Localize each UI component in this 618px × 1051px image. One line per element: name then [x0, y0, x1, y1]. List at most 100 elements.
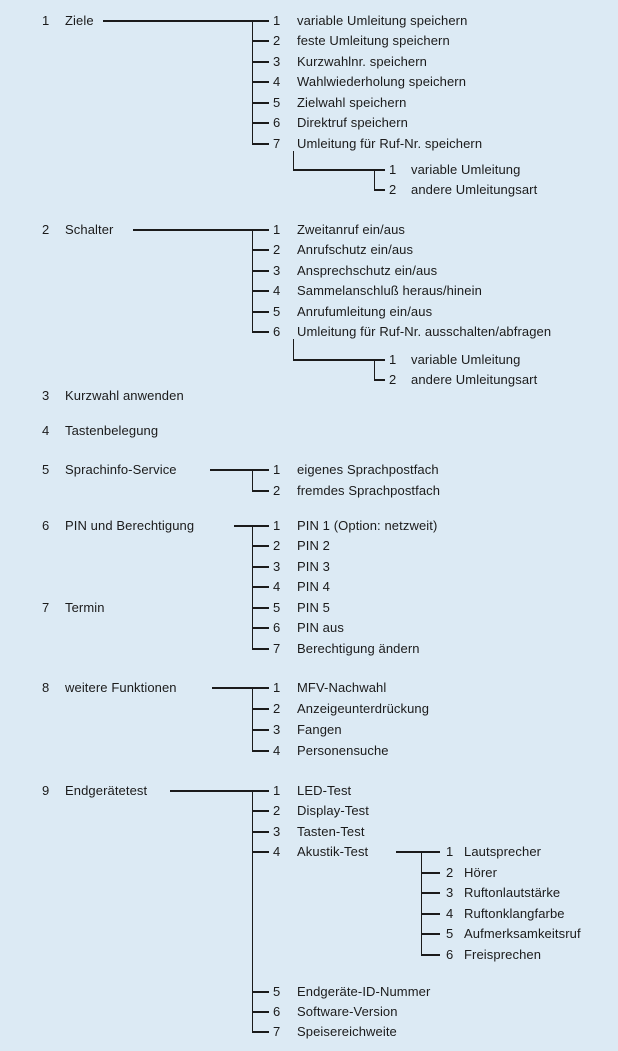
menu-item-number: 7 — [42, 600, 50, 616]
subsubmenu-item-number: 1 — [446, 844, 454, 860]
connector-line-horizontal — [252, 627, 269, 629]
connector-line-vertical — [293, 339, 295, 361]
connector-line-horizontal — [252, 648, 269, 650]
subsubmenu-item-label: variable Umleitung — [411, 352, 521, 368]
submenu-item-number: 2 — [273, 803, 281, 819]
submenu-item-number: 5 — [273, 304, 281, 320]
submenu-item-label: Personensuche — [297, 743, 389, 759]
submenu-item-number: 1 — [273, 462, 281, 478]
connector-line-horizontal — [252, 729, 269, 731]
submenu-item-number: 4 — [273, 283, 281, 299]
connector-line-horizontal — [103, 20, 269, 22]
submenu-item-label: PIN 2 — [297, 538, 331, 554]
submenu-item-label: Speisereichweite — [297, 1024, 397, 1040]
connector-line-horizontal — [252, 750, 269, 752]
connector-line-horizontal — [293, 169, 385, 171]
menu-item-label: Kurzwahl anwenden — [65, 388, 184, 404]
submenu-item-label: Direktruf speichern — [297, 115, 408, 131]
submenu-item-label: feste Umleitung speichern — [297, 33, 450, 49]
submenu-item-number: 2 — [273, 483, 281, 499]
connector-line-horizontal — [421, 892, 440, 894]
connector-line-vertical — [252, 687, 254, 752]
submenu-item-label: Umleitung für Ruf-Nr. ausschalten/abfrag… — [297, 324, 552, 340]
connector-line-horizontal — [396, 851, 440, 853]
connector-line-horizontal — [252, 851, 269, 853]
subsubmenu-item-number: 2 — [446, 865, 454, 881]
submenu-item-label: Wahlwiederholung speichern — [297, 74, 467, 90]
menu-item-label: Schalter — [65, 222, 114, 238]
subsubmenu-item-label: Ruftonklangfarbe — [464, 906, 565, 922]
submenu-item-number: 4 — [273, 743, 281, 759]
submenu-item-number: 1 — [273, 13, 281, 29]
submenu-item-label: Software-Version — [297, 1004, 398, 1020]
menu-item-number: 3 — [42, 388, 50, 404]
connector-line-horizontal — [252, 708, 269, 710]
connector-line-horizontal — [252, 586, 269, 588]
submenu-item-number: 2 — [273, 33, 281, 49]
submenu-item-label: Anrufumleitung ein/aus — [297, 304, 433, 320]
menu-item-label: Termin — [65, 600, 105, 616]
submenu-item-number: 5 — [273, 984, 281, 1000]
submenu-item-number: 7 — [273, 1024, 281, 1040]
submenu-item-label: Zielwahl speichern — [297, 95, 407, 111]
subsubmenu-item-label: Freisprechen — [464, 947, 542, 963]
subsubmenu-item-number: 3 — [446, 885, 454, 901]
submenu-item-label: PIN 1 (Option: netzweit) — [297, 518, 438, 534]
connector-line-vertical — [252, 229, 254, 333]
menu-item-label: Ziele — [65, 13, 94, 29]
connector-line-vertical — [252, 790, 254, 1033]
subsubmenu-item-number: 4 — [446, 906, 454, 922]
menu-item-number: 6 — [42, 518, 50, 534]
connector-line-horizontal — [252, 991, 269, 993]
connector-line-horizontal — [234, 525, 269, 527]
submenu-item-label: MFV-Nachwahl — [297, 680, 387, 696]
connector-line-horizontal — [252, 831, 269, 833]
menu-item-label: weitere Funktionen — [65, 680, 177, 696]
connector-line-horizontal — [252, 81, 269, 83]
submenu-item-number: 4 — [273, 844, 281, 860]
submenu-item-label: LED-Test — [297, 783, 352, 799]
connector-line-horizontal — [421, 954, 440, 956]
submenu-item-number: 3 — [273, 54, 281, 70]
connector-line-horizontal — [252, 311, 269, 313]
connector-line-horizontal — [252, 143, 269, 145]
menu-item-number: 1 — [42, 13, 50, 29]
submenu-item-label: Display-Test — [297, 803, 369, 819]
submenu-item-label: Fangen — [297, 722, 342, 738]
connector-line-horizontal — [374, 189, 385, 191]
subsubmenu-item-number: 1 — [389, 352, 397, 368]
menu-item-number: 5 — [42, 462, 50, 478]
connector-line-horizontal — [252, 545, 269, 547]
submenu-item-label: Tasten-Test — [297, 824, 365, 840]
submenu-item-label: fremdes Sprachpostfach — [297, 483, 441, 499]
connector-line-horizontal — [252, 607, 269, 609]
connector-line-horizontal — [252, 566, 269, 568]
submenu-item-number: 7 — [273, 641, 281, 657]
submenu-item-number: 3 — [273, 263, 281, 279]
connector-line-vertical — [374, 169, 376, 191]
connector-line-horizontal — [252, 61, 269, 63]
subsubmenu-item-label: variable Umleitung — [411, 162, 521, 178]
submenu-item-label: Berechtigung ändern — [297, 641, 420, 657]
connector-line-horizontal — [252, 102, 269, 104]
subsubmenu-item-number: 1 — [389, 162, 397, 178]
menu-item-number: 2 — [42, 222, 50, 238]
connector-line-horizontal — [212, 687, 269, 689]
connector-line-vertical — [374, 359, 376, 381]
connector-line-horizontal — [374, 379, 385, 381]
submenu-item-label: Anzeigeunterdrückung — [297, 701, 430, 717]
submenu-item-number: 6 — [273, 1004, 281, 1020]
submenu-item-number: 2 — [273, 538, 281, 554]
menu-item-label: Tastenbelegung — [65, 423, 159, 439]
submenu-item-label: Zweitanruf ein/aus — [297, 222, 406, 238]
submenu-item-label: Anrufschutz ein/aus — [297, 242, 414, 258]
connector-line-horizontal — [252, 331, 269, 333]
submenu-item-label: Umleitung für Ruf-Nr. speichern — [297, 136, 483, 152]
connector-line-vertical — [252, 469, 254, 492]
connector-line-horizontal — [252, 490, 269, 492]
connector-line-horizontal — [421, 872, 440, 874]
subsubmenu-item-label: Hörer — [464, 865, 498, 881]
connector-line-horizontal — [252, 290, 269, 292]
submenu-item-label: PIN 4 — [297, 579, 331, 595]
